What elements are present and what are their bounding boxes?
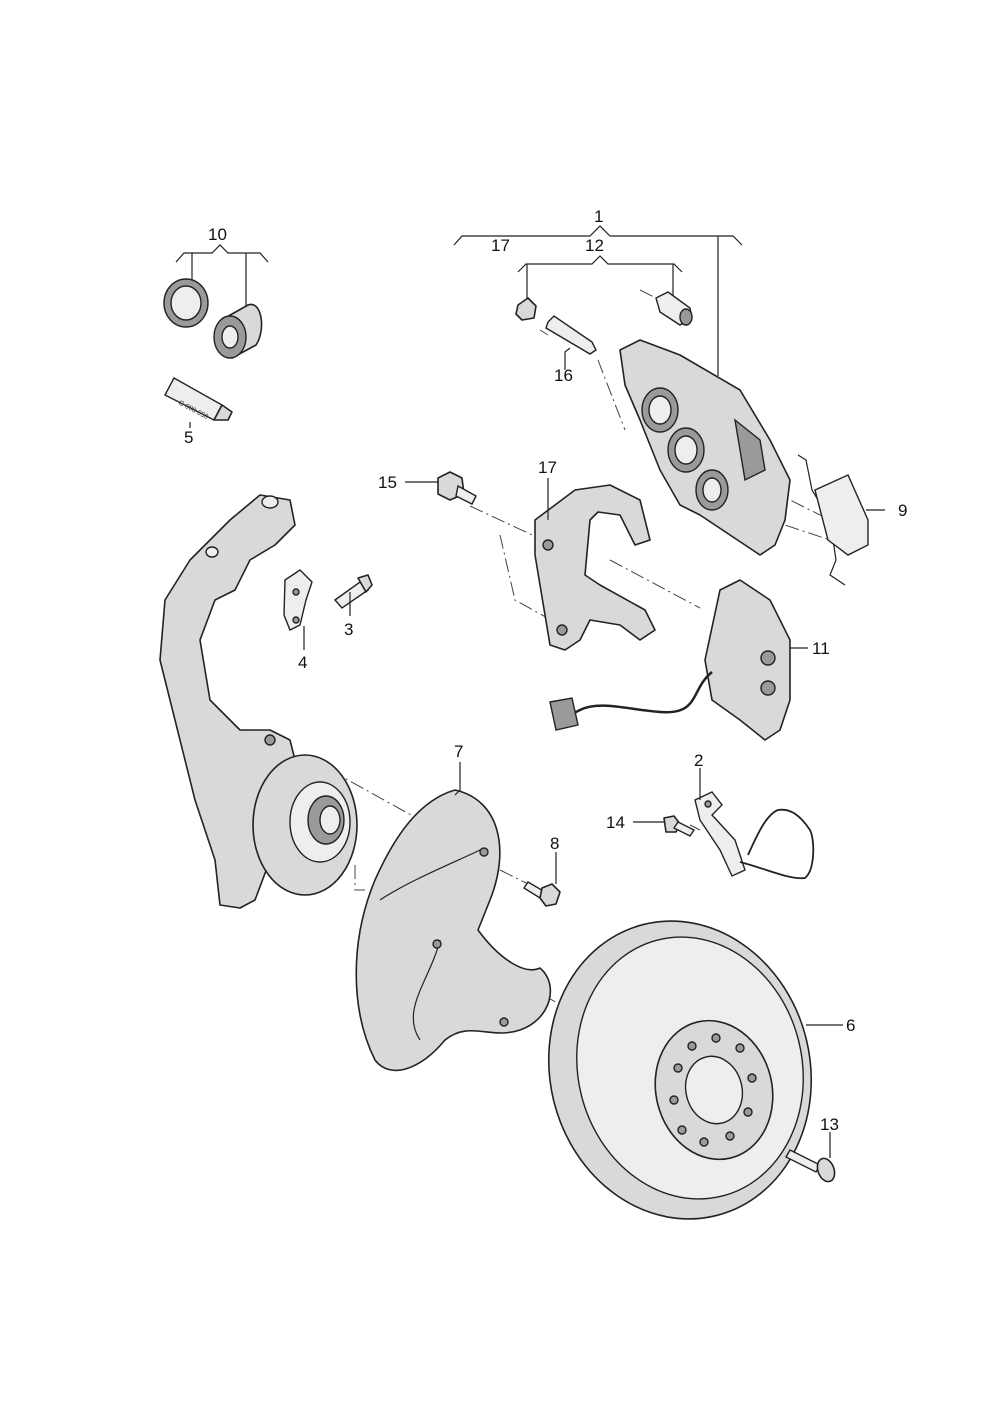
splash-guard-bolt	[523, 881, 561, 907]
caliper-carrier	[534, 484, 656, 651]
callout-9: 9	[898, 501, 907, 520]
disc-screw	[785, 1149, 836, 1183]
brake-pad	[549, 579, 791, 741]
callout-17-top: 17	[491, 236, 510, 255]
callout-5: 5	[184, 428, 193, 447]
guide-bush	[655, 291, 693, 326]
group-bracket-12	[517, 255, 683, 300]
callout-1: 1	[594, 207, 603, 226]
callout-3: 3	[344, 620, 353, 639]
brake-disc	[547, 920, 813, 1220]
hose-bracket-bolt	[663, 815, 696, 837]
pad-spring	[797, 454, 869, 586]
leader-lines	[189, 347, 885, 1158]
bracket-bolt	[333, 574, 373, 609]
callout-12: 12	[585, 236, 604, 255]
wheel-bearing	[213, 303, 263, 359]
seal-ring	[163, 278, 209, 328]
callout-4: 4	[298, 653, 307, 672]
hose-bracket	[694, 791, 815, 880]
sensor-bracket	[283, 569, 313, 631]
splash-guard	[355, 789, 552, 1072]
guide-pin	[545, 315, 597, 355]
grease-tube: G 000 650	[164, 377, 233, 421]
group-bracket-1	[453, 225, 743, 376]
callout-7: 7	[454, 742, 463, 761]
guide-bush-small	[515, 297, 537, 321]
callout-2: 2	[694, 751, 703, 770]
callout-11: 11	[812, 639, 830, 658]
callout-13: 13	[820, 1115, 839, 1134]
callout-8: 8	[550, 834, 559, 853]
callout-15: 15	[378, 473, 397, 492]
wheel-hub	[252, 754, 358, 896]
brake-caliper	[619, 339, 791, 556]
callout-17: 17	[538, 458, 557, 477]
callout-14: 14	[606, 813, 625, 832]
callout-6: 6	[846, 1016, 855, 1035]
caliper-bolt	[437, 471, 477, 505]
callout-10: 10	[208, 225, 227, 244]
callout-16: 16	[554, 366, 573, 385]
